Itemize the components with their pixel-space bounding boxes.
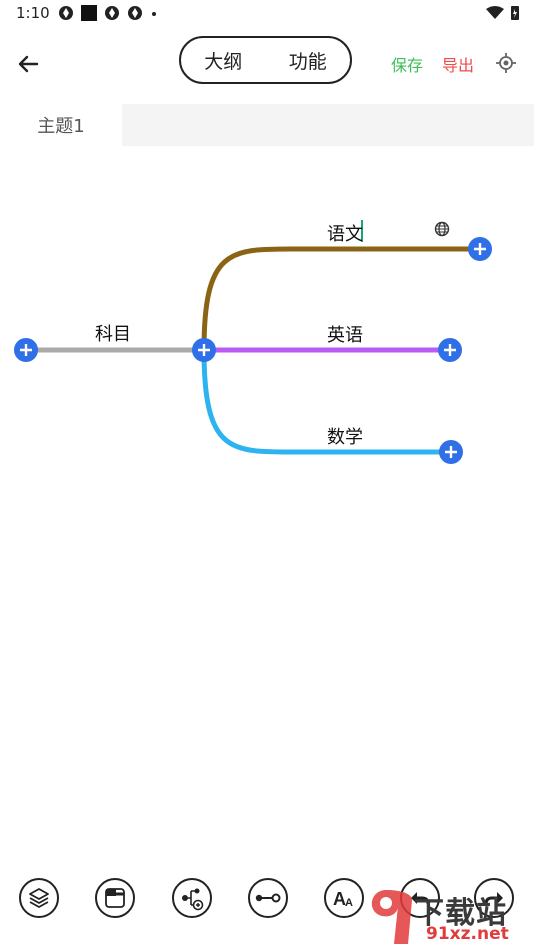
layers-icon: [29, 888, 49, 908]
globe-icon[interactable]: [434, 221, 450, 237]
sheet-tabs: 主题1: [0, 104, 534, 146]
connector-icon: [255, 893, 281, 903]
connector-button[interactable]: [248, 878, 288, 918]
back-button[interactable]: [12, 48, 44, 80]
site-watermark: 下载站 91xz.net: [364, 886, 534, 950]
app-notification-icon: [128, 6, 142, 20]
segment-outline[interactable]: 大纲: [204, 50, 243, 73]
add-child-button[interactable]: [172, 878, 212, 918]
node-chinese[interactable]: 语文: [327, 224, 363, 245]
tab-topic-1[interactable]: 主题1: [0, 104, 122, 146]
font-size-icon: A A: [333, 889, 353, 909]
redo-button[interactable]: [474, 878, 514, 918]
export-button[interactable]: 导出: [442, 56, 475, 75]
watermark-text: 下载站: [414, 896, 507, 931]
more-notifications-icon: [152, 12, 156, 16]
layout-icon: [105, 888, 125, 908]
branch-line-chinese: [201, 246, 480, 351]
locate-button[interactable]: [495, 52, 517, 74]
layout-button[interactable]: [95, 878, 135, 918]
app-notification-icon: [59, 6, 73, 20]
node-english[interactable]: 英语: [327, 325, 363, 346]
add-node-button[interactable]: [192, 338, 216, 362]
top-bar: 大纲 功能 保存 导出: [0, 30, 534, 96]
svg-text:A: A: [333, 889, 346, 909]
target-icon: [496, 53, 516, 73]
node-root[interactable]: 科目: [95, 324, 131, 345]
save-button[interactable]: 保存: [391, 56, 424, 75]
add-node-button[interactable]: [438, 338, 462, 362]
status-time: 1:10: [16, 4, 50, 22]
branch-line-math: [201, 349, 451, 455]
font-size-button[interactable]: A A: [324, 878, 364, 918]
watermark-url: 91xz.net: [426, 924, 509, 944]
mindmap-canvas[interactable]: 科目 语文 英语 数学: [0, 146, 534, 856]
svg-text:A: A: [345, 897, 353, 909]
stop-icon: [81, 5, 97, 21]
add-node-button[interactable]: [14, 338, 38, 362]
node-math[interactable]: 数学: [327, 427, 363, 448]
mode-toggle: 大纲 功能: [179, 36, 352, 84]
app-notification-icon: [105, 6, 119, 20]
undo-icon: [411, 892, 430, 905]
layers-button[interactable]: [19, 878, 59, 918]
add-child-icon: [182, 888, 204, 911]
bottom-toolbar: A A: [0, 872, 534, 928]
add-node-button[interactable]: [468, 237, 492, 261]
mindmap-svg: [14, 220, 492, 464]
status-right: [486, 5, 520, 21]
wifi-icon: [486, 6, 504, 19]
notification-icons: [58, 5, 158, 21]
add-node-button[interactable]: [439, 440, 463, 464]
watermark-logo-icon: [371, 890, 412, 944]
battery-icon: [511, 6, 519, 20]
segment-function[interactable]: 功能: [288, 50, 327, 73]
redo-icon: [484, 892, 503, 905]
text-cursor: [361, 220, 363, 242]
back-arrow-icon: [18, 55, 39, 73]
status-bar: 1:10: [0, 0, 534, 28]
